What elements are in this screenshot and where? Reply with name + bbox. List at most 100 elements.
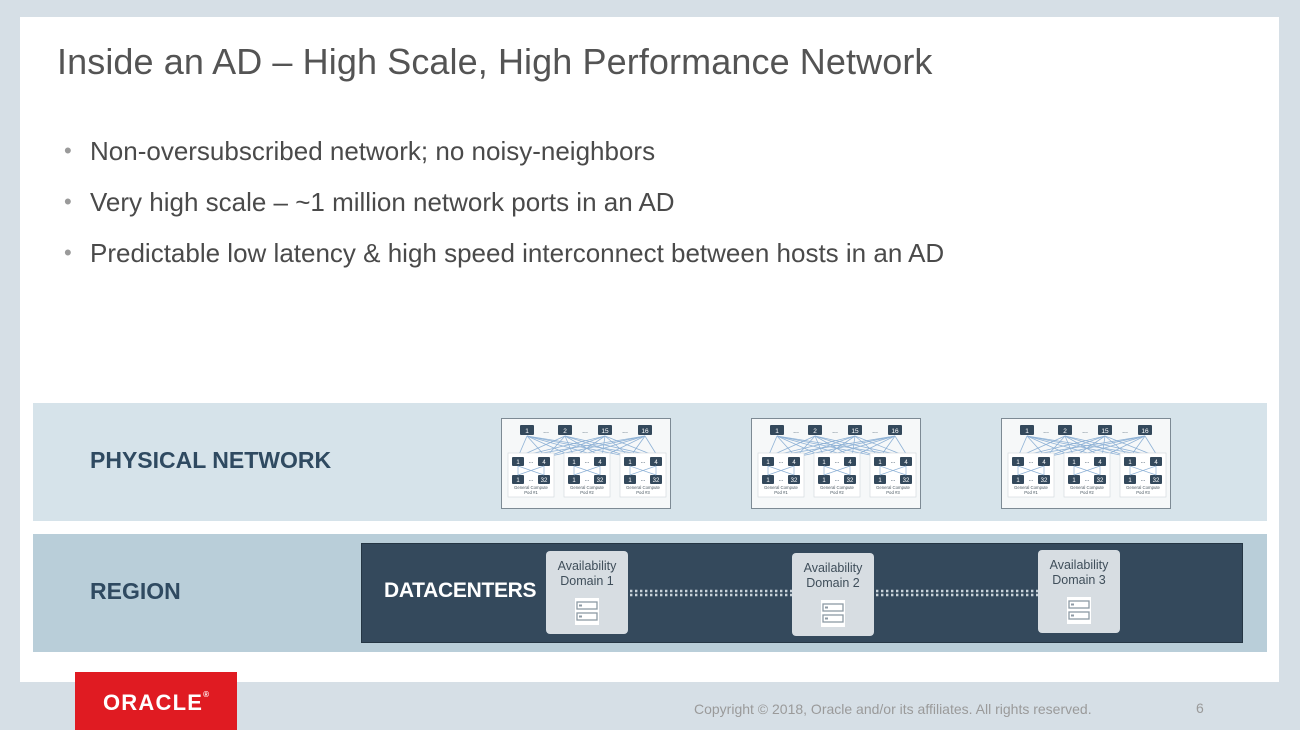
leaf-switch <box>568 457 580 466</box>
ellipsis-label: ... <box>622 428 628 435</box>
ellipsis-label: ... <box>778 477 783 483</box>
pod-label: Pod #3 <box>886 490 900 495</box>
leaf-switch-label: 1 <box>1016 460 1020 466</box>
leaf-switch-label: 1 <box>1128 460 1132 466</box>
leaf-switch-label: 1 <box>822 460 826 466</box>
leaf-switch <box>844 475 856 484</box>
spine-switch-label: 1 <box>525 428 529 435</box>
availability-domain-card: Availability Domain 1 <box>546 551 628 634</box>
fabric-link <box>1064 435 1131 458</box>
bullet-item: Very high scale – ~1 million network por… <box>64 186 944 237</box>
fabric-link <box>545 435 646 458</box>
pod-label: General Compute <box>1126 485 1161 490</box>
fabric-link <box>1045 435 1146 458</box>
server-rack-icon <box>575 598 599 625</box>
ellipsis-label: ... <box>1084 477 1089 483</box>
pod-label: Pod #2 <box>1080 490 1094 495</box>
pod-label: General Compute <box>764 485 799 490</box>
leaf-switch-label: 1 <box>766 478 770 484</box>
fabric-link <box>1026 435 1131 458</box>
leaf-switch <box>818 475 830 484</box>
spine-switch-label: 16 <box>641 428 649 435</box>
ellipsis-label: ... <box>1082 428 1088 435</box>
leaf-switch-label: 4 <box>792 460 796 466</box>
ellipsis-label: ... <box>543 428 549 435</box>
fabric-link <box>795 435 896 458</box>
oracle-logo-text: ORACLE® <box>103 690 209 715</box>
spine-switch-label: 15 <box>601 428 609 435</box>
region-label: REGION <box>90 578 181 604</box>
leaf-switch <box>1124 457 1136 466</box>
pod-link <box>767 465 795 476</box>
leaf-switch <box>1012 475 1024 484</box>
leaf-switch <box>1012 457 1024 466</box>
leaf-switch-label: 1 <box>766 460 770 466</box>
pod-link <box>573 465 601 476</box>
leaf-switch-label: 1 <box>628 460 632 466</box>
leaf-switch <box>762 457 774 466</box>
availability-domain-name: Availability Domain 3 <box>1049 558 1109 587</box>
leaf-switch-label: 4 <box>654 460 658 466</box>
leaf-switch <box>788 475 800 484</box>
spine-switch-label: 1 <box>775 428 779 435</box>
pod-label: General Compute <box>626 485 661 490</box>
pod-label: Pod #2 <box>830 490 844 495</box>
availability-domain-card: Availability Domain 2 <box>792 553 874 636</box>
availability-domain-card: Availability Domain 3 <box>1038 550 1120 633</box>
leaf-switch-label: 4 <box>542 460 546 466</box>
leaf-switch-label: 32 <box>847 478 854 484</box>
pod-link <box>1129 465 1157 476</box>
leaf-switch-label: 32 <box>597 478 604 484</box>
page-number: 6 <box>1196 700 1204 716</box>
leaf-switch-label: 1 <box>516 478 520 484</box>
spine-switch-label: 2 <box>1063 428 1067 435</box>
pod-label: Pod #3 <box>636 490 650 495</box>
ellipsis-label: ... <box>584 477 589 483</box>
spine-switch-label: 16 <box>891 428 899 435</box>
bullet-item: Non-oversubscribed network; no noisy-nei… <box>64 135 944 186</box>
spine-switch-label: 2 <box>813 428 817 435</box>
leaf-switch-label: 4 <box>1154 460 1158 466</box>
leaf-switch <box>650 475 662 484</box>
ellipsis-label: ... <box>584 459 589 465</box>
leaf-switch-label: 32 <box>653 478 660 484</box>
leaf-switch <box>818 457 830 466</box>
leaf-switch <box>762 475 774 484</box>
ellipsis-label: ... <box>1122 428 1128 435</box>
leaf-switch <box>512 475 524 484</box>
leaf-switch-label: 32 <box>1097 478 1104 484</box>
spine-switch-label: 15 <box>851 428 859 435</box>
spine-switch <box>808 425 822 435</box>
leaf-switch <box>900 457 912 466</box>
pod-label: Pod #2 <box>580 490 594 495</box>
pod-link <box>517 465 545 476</box>
ellipsis-label: ... <box>1028 477 1033 483</box>
ellipsis-label: ... <box>872 428 878 435</box>
pod-label: General Compute <box>514 485 549 490</box>
spine-switch <box>1098 425 1112 435</box>
pod-link <box>1017 465 1045 476</box>
ellipsis-label: ... <box>778 459 783 465</box>
leaf-switch <box>874 475 886 484</box>
leaf-switch <box>512 457 524 466</box>
pod-label: Pod #1 <box>524 490 538 495</box>
leaf-switch-label: 4 <box>848 460 852 466</box>
oracle-logo: ORACLE® <box>75 672 237 730</box>
interconnect-link <box>876 589 1038 597</box>
pod-label: General Compute <box>570 485 605 490</box>
leaf-switch <box>538 457 550 466</box>
leaf-switch <box>624 475 636 484</box>
pod-link <box>823 465 851 476</box>
fabric-link <box>545 435 606 458</box>
leaf-switch-label: 1 <box>572 478 576 484</box>
slide: Inside an AD – High Scale, High Performa… <box>20 17 1279 682</box>
slide-title: Inside an AD – High Scale, High Performa… <box>57 41 933 82</box>
leaf-switch-label: 1 <box>878 460 882 466</box>
ellipsis-label: ... <box>1028 459 1033 465</box>
ellipsis-label: ... <box>834 459 839 465</box>
leaf-switch-label: 1 <box>1072 478 1076 484</box>
spine-switch-label: 2 <box>563 428 567 435</box>
